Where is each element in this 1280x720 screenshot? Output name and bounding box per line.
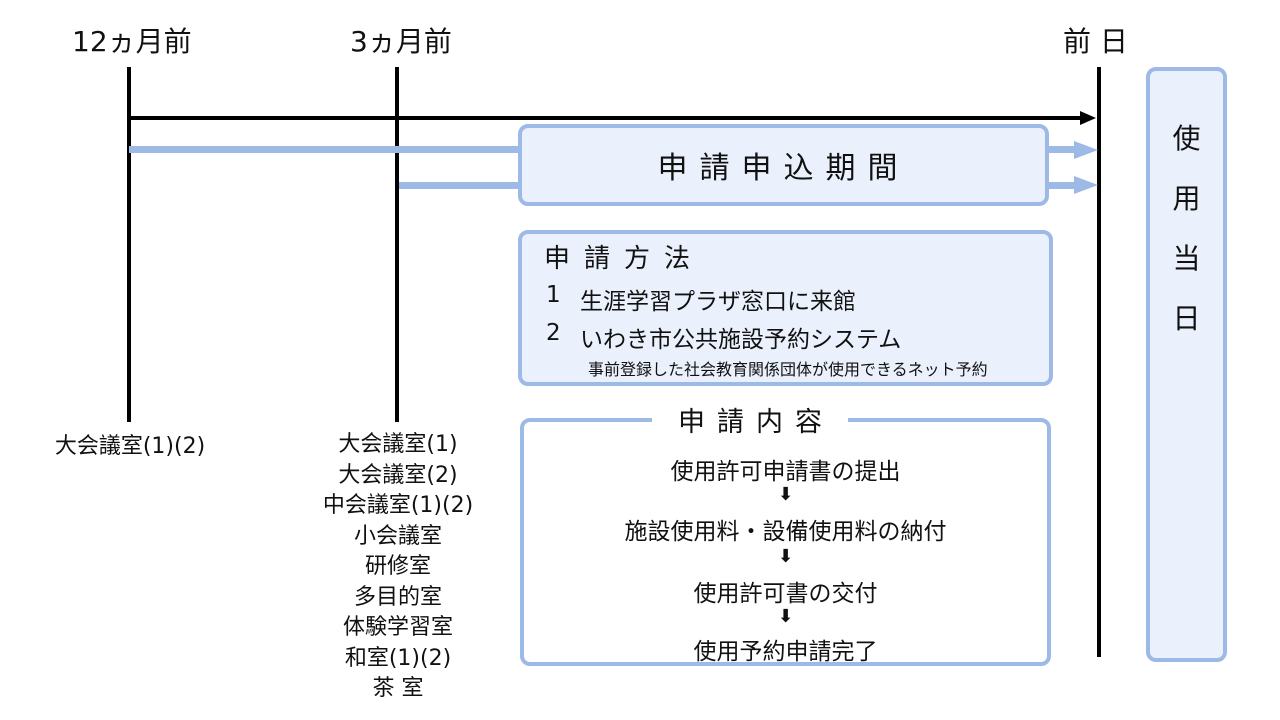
label-previous-day: 前 日 bbox=[1063, 25, 1128, 58]
period-arrowhead-12m bbox=[1074, 141, 1098, 159]
room-item: 研修室 bbox=[364, 554, 431, 579]
application-method-box: 申請方法 1 生涯学習プラザ窓口に来館 2 いわき市公共施設予約システム 事前登… bbox=[518, 230, 1053, 386]
marker-line-12m bbox=[127, 67, 131, 422]
usage-day-char-1: 使 bbox=[1172, 122, 1201, 155]
usage-day-char-2: 用 bbox=[1172, 182, 1201, 215]
usage-day-char-3: 当 bbox=[1172, 242, 1201, 275]
content-step-2: 施設使用料・設備使用料の納付 bbox=[624, 519, 947, 545]
room-item: 大会議室(2) bbox=[338, 462, 458, 488]
down-arrow-icon: ⬇ bbox=[777, 484, 794, 505]
content-step-3: 使用許可書の交付 bbox=[693, 581, 878, 607]
marker-line-prev-day bbox=[1097, 67, 1101, 657]
method-item-2-number: 2 bbox=[546, 320, 561, 346]
down-arrow-icon: ⬇ bbox=[777, 606, 794, 627]
timeline-arrow-line bbox=[129, 116, 1085, 120]
content-step-4: 使用予約申請完了 bbox=[693, 639, 878, 665]
label-3-months-before: 3ヵ月前 bbox=[350, 25, 452, 58]
method-item-2-note: 事前登録した社会教育関係団体が使用できるネット予約 bbox=[588, 360, 988, 379]
room-item: 大会議室(1) bbox=[338, 432, 458, 457]
period-arrowhead-3m bbox=[1074, 176, 1098, 194]
room-item: 和室(1)(2) bbox=[344, 645, 452, 671]
room-item: 茶 室 bbox=[372, 676, 424, 701]
rooms-12m-list: 大会議室(1)(2) bbox=[40, 432, 220, 463]
label-12-months-before: 12ヵ月前 bbox=[72, 25, 192, 58]
usage-day-char-4: 日 bbox=[1172, 302, 1201, 335]
method-item-1-text: 生涯学習プラザ窓口に来館 bbox=[580, 289, 856, 315]
application-period-box: 申請申込期間 bbox=[518, 124, 1049, 206]
timeline-arrowhead bbox=[1080, 111, 1096, 125]
application-method-title: 申請方法 bbox=[544, 244, 705, 274]
room-item: 小会議室 bbox=[353, 523, 442, 549]
room-item: 大会議室(1)(2) bbox=[54, 434, 206, 459]
application-content-title: 申請内容 bbox=[652, 400, 848, 439]
content-step-1: 使用許可申請書の提出 bbox=[670, 459, 901, 485]
method-item-2-text: いわき市公共施設予約システム bbox=[580, 327, 902, 353]
application-period-label: 申請申込期間 bbox=[657, 151, 910, 186]
marker-line-3m bbox=[395, 67, 399, 422]
room-item: 体験学習室 bbox=[342, 615, 453, 640]
rooms-3m-list: 大会議室(1) 大会議室(2) 中会議室(1)(2) 小会議室 研修室 多目的室… bbox=[308, 430, 488, 705]
room-item: 多目的室 bbox=[353, 584, 442, 610]
application-content-box: 申請内容 使用許可申請書の提出 ⬇ 施設使用料・設備使用料の納付 ⬇ 使用許可書… bbox=[520, 400, 1051, 666]
down-arrow-icon: ⬇ bbox=[777, 546, 794, 567]
usage-day-box: 使 用 当 日 bbox=[1146, 67, 1227, 662]
method-item-1-number: 1 bbox=[546, 282, 561, 308]
room-item: 中会議室(1)(2) bbox=[322, 493, 474, 518]
